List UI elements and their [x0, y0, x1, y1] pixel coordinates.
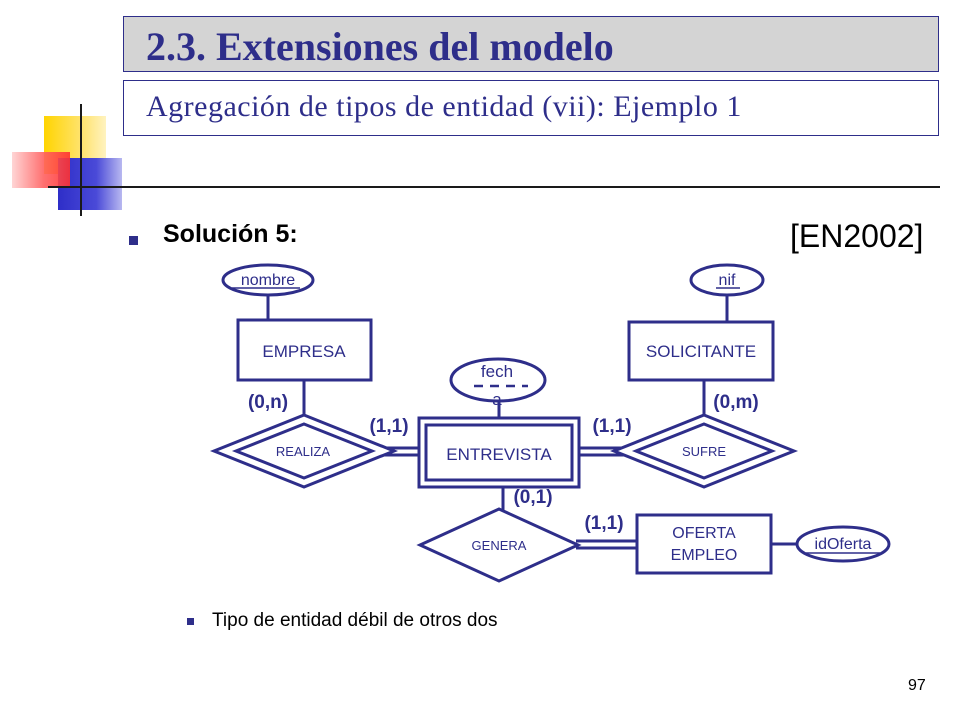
entity-empresa-label: EMPRESA [262, 342, 346, 361]
rel-realiza-inner [231, 422, 377, 480]
attr-fecha [449, 357, 547, 403]
card-entrevista-sufre: (1,1) [592, 416, 631, 437]
rel-realiza-outer [209, 413, 399, 489]
card-genera-oferta: (1,1) [584, 513, 623, 534]
attr-fecha-label-1: fech [481, 362, 513, 381]
solution-label: Solución 5: [163, 220, 298, 248]
entity-solicitante [627, 320, 775, 382]
entity-oferta-label-1: OFERTA [672, 525, 736, 542]
note-text: Tipo de entidad débil de otros dos [212, 610, 498, 631]
reference-label: [EN2002] [790, 218, 924, 254]
attr-nif [689, 263, 765, 297]
attr-nif-label: nif [719, 272, 736, 289]
attr-idoferta-label: idOferta [815, 536, 872, 553]
card-solicitante-sufre: (0,m) [713, 392, 758, 413]
entity-solicitante-label: SOLICITANTE [646, 342, 756, 361]
decor-vertical-line [80, 104, 82, 216]
card-empresa-realiza: (0,n) [248, 392, 288, 413]
bullet-square-icon [129, 236, 138, 245]
entity-entrevista-inner [424, 423, 574, 482]
card-realiza-entrevista: (1,1) [369, 416, 408, 437]
rel-genera [416, 507, 582, 583]
divider-line [48, 186, 940, 188]
entity-empresa [236, 318, 373, 382]
rel-genera-label: GENERA [472, 538, 527, 553]
entity-oferta [635, 513, 773, 575]
rel-realiza-label: REALIZA [276, 444, 331, 459]
entity-entrevista-label: ENTREVISTA [446, 445, 552, 464]
attr-fecha-label-2: a [492, 390, 502, 409]
title-bar: 2.3. Extensiones del modelo [123, 16, 939, 72]
decor-red-square [12, 152, 70, 188]
attr-nombre-label: nombre [241, 272, 295, 289]
rel-sufre-label: SUFRE [682, 444, 726, 459]
entity-oferta-label-2: EMPLEO [671, 547, 738, 564]
card-entrevista-genera: (0,1) [513, 487, 552, 508]
subtitle-bar: Agregación de tipos de entidad (vii): Ej… [123, 80, 939, 136]
rel-sufre-inner [631, 422, 777, 480]
page-subtitle: Agregación de tipos de entidad (vii): Ej… [146, 90, 742, 123]
rel-sufre-outer [609, 413, 799, 489]
page-number: 97 [908, 677, 926, 694]
bullet-square-icon-small [187, 618, 194, 625]
page-title: 2.3. Extensiones del modelo [146, 24, 614, 69]
